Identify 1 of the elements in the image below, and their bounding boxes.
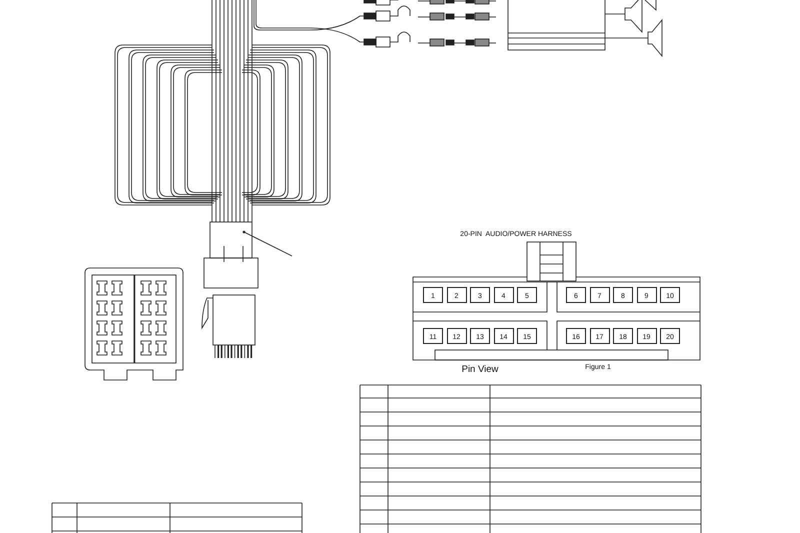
- pin-view-caption: Pin View: [462, 365, 498, 374]
